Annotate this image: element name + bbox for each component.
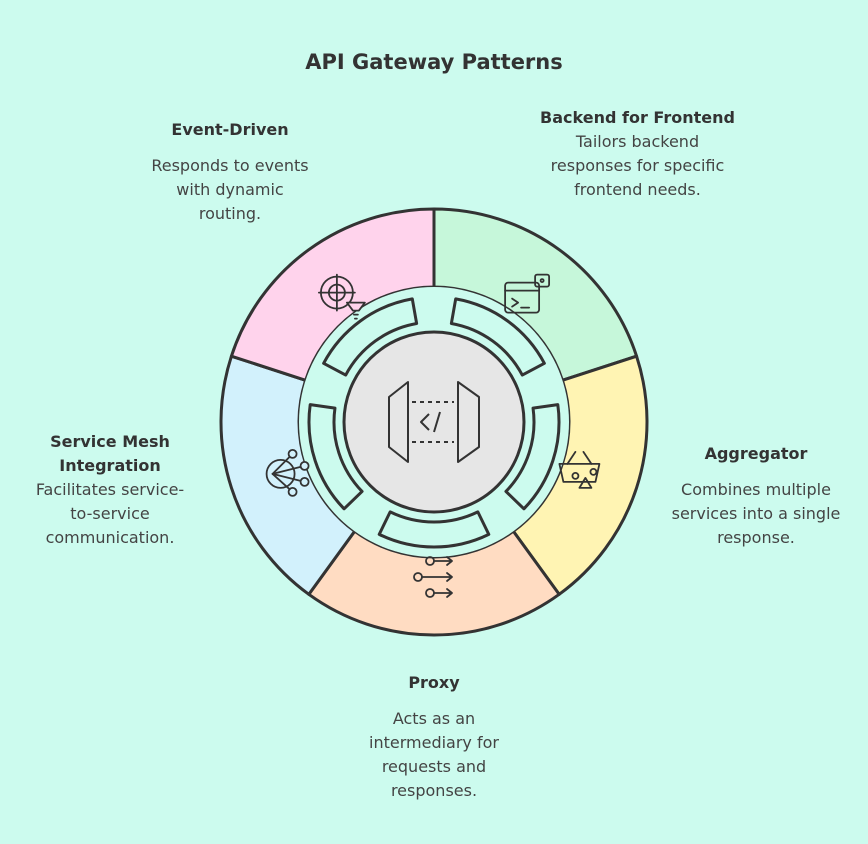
desc-backend-for-frontend: Tailors backend responses for specific f… bbox=[550, 132, 725, 199]
label-event-driven: Event-Driven Responds to events with dyn… bbox=[140, 118, 320, 226]
heading-service-mesh-integration: Service Mesh Integration bbox=[50, 432, 170, 475]
inner-arc-aggregator bbox=[504, 403, 561, 511]
inner-arc-service-mesh-integration bbox=[307, 403, 364, 511]
branch-arrows-icon bbox=[413, 556, 453, 598]
mesh-network-icon bbox=[265, 448, 310, 497]
diagram-title: API Gateway Patterns bbox=[305, 50, 563, 74]
label-service-mesh-integration: Service Mesh Integration Facilitates ser… bbox=[20, 430, 200, 550]
terminal-robot-icon bbox=[504, 273, 551, 314]
center-hub bbox=[342, 330, 526, 514]
desc-proxy: Acts as an intermediary for requests and… bbox=[369, 709, 499, 800]
label-proxy: Proxy Acts as an intermediary for reques… bbox=[344, 671, 524, 803]
inner-arc-event-driven bbox=[322, 297, 419, 377]
radar-funnel-icon bbox=[317, 273, 366, 320]
heading-aggregator: Aggregator bbox=[704, 444, 808, 463]
heading-event-driven: Event-Driven bbox=[171, 120, 289, 139]
inner-arc-backend-for-frontend bbox=[449, 297, 546, 377]
heading-backend-for-frontend: Backend for Frontend bbox=[540, 108, 735, 127]
desc-aggregator: Combines multiple services into a single… bbox=[671, 480, 841, 547]
inner-arc-proxy bbox=[377, 510, 491, 549]
label-aggregator: Aggregator Combines multiple services in… bbox=[666, 442, 846, 550]
label-backend-for-frontend: Backend for Frontend Tailors backend res… bbox=[540, 106, 735, 202]
heading-proxy: Proxy bbox=[408, 673, 460, 692]
desc-service-mesh-integration: Facilitates service-to-service communica… bbox=[35, 480, 185, 547]
code-brackets-icon bbox=[388, 381, 480, 463]
desc-event-driven: Responds to events with dynamic routing. bbox=[151, 156, 309, 223]
basket-shapes-icon bbox=[558, 450, 601, 489]
